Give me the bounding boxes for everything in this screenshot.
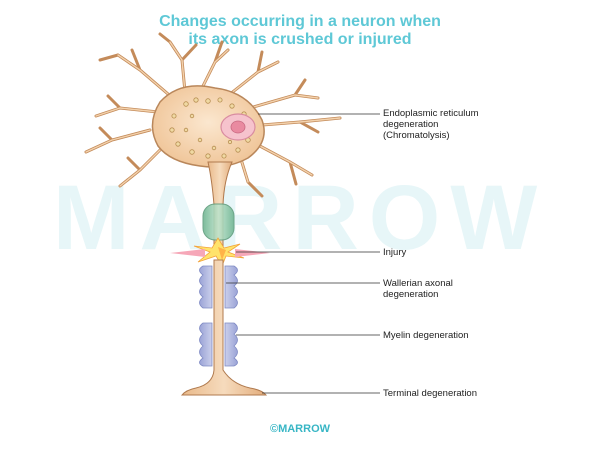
cell-body — [151, 85, 265, 168]
pointer-lines — [226, 113, 380, 394]
degenerating-myelin-upper — [199, 265, 238, 309]
label-terminal: Terminal degeneration — [383, 388, 478, 399]
diagram-title-line-1: Changes occurring in a neuron when — [159, 13, 441, 30]
degenerating-myelin-lower — [199, 322, 238, 367]
dendrites-inner — [85, 41, 341, 187]
label-wallerian-line-1: Wallerian axonal — [383, 278, 453, 289]
marrow-watermark: MARROW — [52, 167, 548, 269]
label-er-line-3: (Chromatolysis) — [383, 130, 450, 141]
axon-distal — [180, 259, 268, 396]
diagram-title-line-2: its axon is crushed or injured — [188, 31, 412, 48]
label-er-line-2: degeneration — [383, 119, 439, 130]
label-er-line-1: Endoplasmic reticulum — [383, 108, 479, 119]
label-wallerian-line-2: degeneration — [383, 289, 439, 300]
label-injury: Injury — [383, 247, 407, 258]
nucleolus — [230, 120, 246, 134]
copyright-footer: ©MARROW — [269, 423, 331, 435]
label-myelin: Myelin degeneration — [383, 330, 469, 341]
intact-myelin-segment — [202, 203, 235, 241]
